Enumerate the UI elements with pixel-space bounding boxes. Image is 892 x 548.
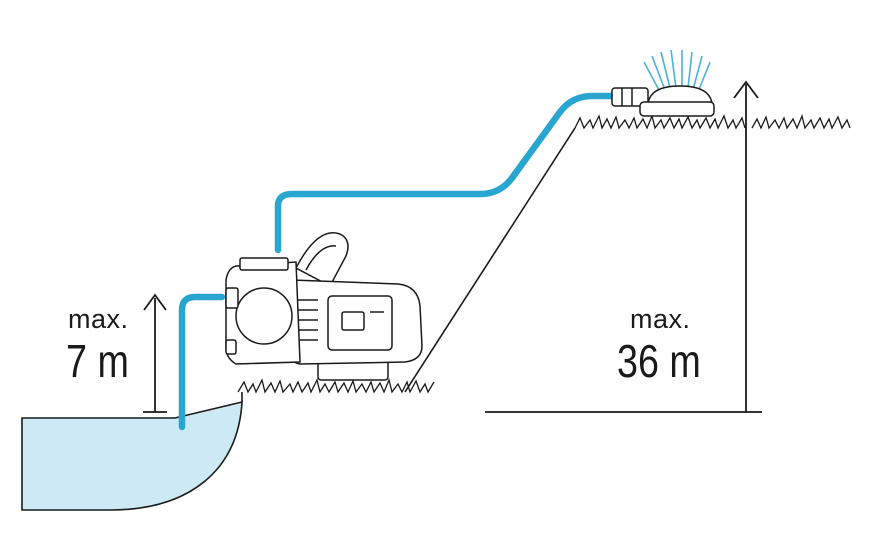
water-body <box>21 400 243 511</box>
pump-icon <box>225 232 423 381</box>
up-arrow-icon <box>485 80 762 413</box>
suction-hose <box>178 293 226 431</box>
grass-icon <box>751 113 851 130</box>
grass-icon <box>237 377 435 394</box>
suction-prefix-label: max. <box>68 304 129 334</box>
sprinkler-icon <box>611 49 715 117</box>
slope-line <box>241 127 576 402</box>
suction-height-value: 7 m <box>66 335 129 387</box>
delivery-prefix-label: max. <box>630 304 691 334</box>
delivery-height-value: 36 m <box>617 335 701 387</box>
up-arrow-icon <box>143 293 167 413</box>
grass-icon <box>574 113 746 130</box>
delivery-hose <box>274 92 617 254</box>
